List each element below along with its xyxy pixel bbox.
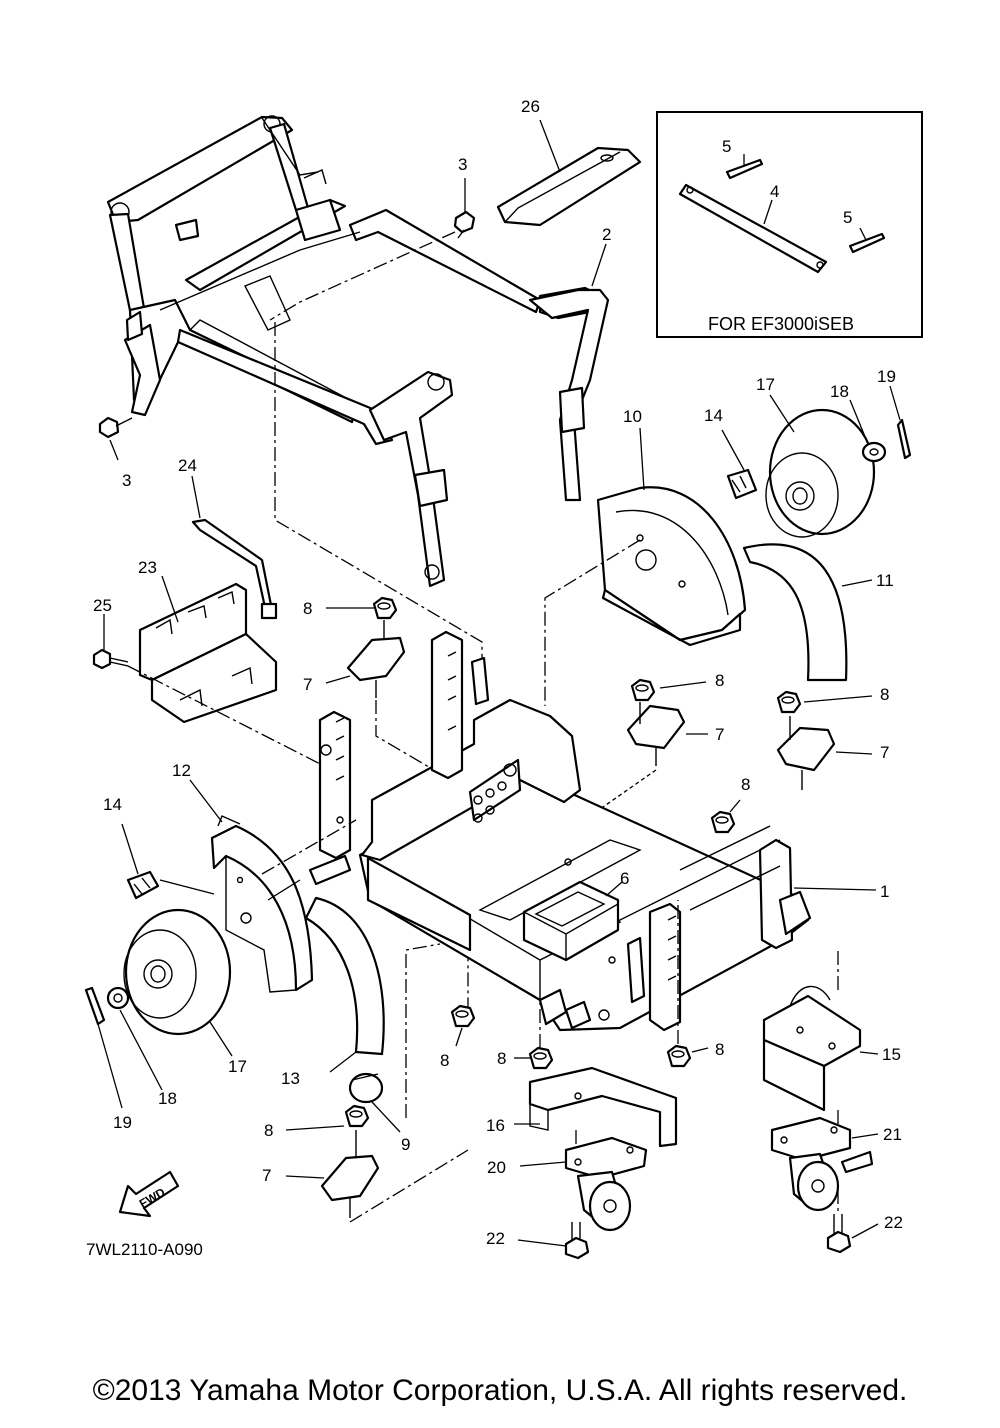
- callout-8g: 8: [715, 1040, 724, 1059]
- callout-16: 16: [486, 1116, 505, 1135]
- part-2-frame: 2: [106, 115, 611, 588]
- part-24-clamp: 24: [178, 456, 278, 620]
- callout-5b: 5: [843, 208, 852, 227]
- callout-20: 20: [487, 1158, 506, 1177]
- callout-18b: 18: [158, 1089, 177, 1108]
- callout-21: 21: [883, 1125, 902, 1144]
- callout-18a: 18: [830, 382, 849, 401]
- callout-8a: 8: [303, 599, 312, 618]
- part-5-rivet-lower: [848, 232, 886, 254]
- callout-17a: 17: [756, 375, 775, 394]
- callout-8b: 8: [715, 671, 724, 690]
- part-8-nut-c: 8: [776, 685, 889, 714]
- callout-17b: 17: [228, 1057, 247, 1076]
- part-22-bolt-left: 22: [486, 1222, 590, 1260]
- part-17-wheel-right: 17: [756, 375, 876, 538]
- callout-9: 9: [401, 1135, 410, 1154]
- part-7-mount-c: 7: [776, 716, 889, 790]
- inset-box: 5 4 5 FOR EF3000iSEB: [656, 111, 923, 338]
- part-8-nut-h: 8: [264, 1104, 370, 1140]
- callout-7d: 7: [262, 1166, 271, 1185]
- callout-22b: 22: [884, 1213, 903, 1232]
- part-26-pad: 26: [496, 97, 642, 227]
- part-8-nut-g: 8: [666, 900, 724, 1068]
- part-8-nut-e: 8: [440, 1004, 476, 1070]
- callout-12: 12: [172, 761, 191, 780]
- part-11-fender: 11: [742, 543, 894, 682]
- part-12-fender: 12: [172, 761, 357, 993]
- callout-11: 11: [876, 571, 894, 590]
- callout-22a: 22: [486, 1229, 505, 1248]
- part-8-nut-f: 8: [497, 1000, 554, 1070]
- part-18-washer-left: 18: [106, 986, 177, 1108]
- part-3-bolt-upper: 3: [269, 155, 476, 321]
- callout-8d: 8: [741, 775, 750, 794]
- part-9-plug: 9: [348, 943, 441, 1154]
- inset-label: FOR EF3000iSEB: [708, 314, 854, 334]
- part-18-washer-right: 18: [830, 382, 887, 463]
- part-25-bolt: 25: [92, 596, 333, 771]
- callout-19a: 19: [877, 367, 896, 386]
- callout-7a: 7: [303, 675, 312, 694]
- fwd-arrow-icon: FWD: [118, 1170, 180, 1218]
- drawing-code: 7WL2110-A090: [86, 1240, 203, 1259]
- part-14-clip-lower: 14: [103, 795, 215, 900]
- part-8-nut-b: 8: [630, 671, 724, 702]
- part-5-rivet-upper: [725, 158, 764, 180]
- callout-10: 10: [623, 407, 642, 426]
- callout-19b: 19: [113, 1113, 132, 1132]
- callout-13: 13: [281, 1069, 300, 1088]
- callout-3b: 3: [122, 471, 131, 490]
- part-6-block: 6: [522, 869, 629, 962]
- callout-26: 26: [521, 97, 540, 116]
- part-1-base: 1: [308, 630, 889, 1032]
- callout-1: 1: [880, 882, 889, 901]
- part-15-bracket: 15: [762, 950, 901, 1130]
- callout-5a: 5: [722, 137, 731, 156]
- callout-14b: 14: [103, 795, 122, 814]
- part-10-cover: 10: [544, 407, 747, 706]
- callout-8e: 8: [440, 1051, 449, 1070]
- part-17-wheel-left: 17: [123, 879, 301, 1076]
- callout-8f: 8: [497, 1049, 506, 1068]
- part-21-caster: 21: [770, 1116, 902, 1212]
- callout-23: 23: [138, 558, 157, 577]
- part-20-caster: 20: [487, 1136, 648, 1232]
- callout-7c: 7: [880, 743, 889, 762]
- part-14-clip-upper: 14: [704, 406, 758, 500]
- callout-24: 24: [178, 456, 197, 475]
- part-7-mount-a: 7: [303, 620, 469, 1010]
- part-4-bracket-bar: [678, 183, 828, 274]
- copyright-notice: ©2013 Yamaha Motor Corporation, U.S.A. A…: [92, 1374, 908, 1407]
- part-22-bolt-right: 22: [826, 1190, 903, 1254]
- callout-14a: 14: [704, 406, 723, 425]
- callout-25: 25: [93, 596, 112, 615]
- part-19-pin-right: 19: [877, 367, 912, 460]
- part-8-nut-d: 8: [710, 775, 750, 834]
- callout-8h: 8: [264, 1121, 273, 1140]
- callout-2: 2: [602, 225, 611, 244]
- callout-8c: 8: [880, 685, 889, 704]
- callout-4: 4: [770, 182, 779, 201]
- part-16-bracket: 16: [486, 1066, 678, 1152]
- callout-7b: 7: [715, 725, 724, 744]
- part-23-bracket: 23: [138, 558, 278, 724]
- part-19-pin-left: 19: [84, 986, 132, 1132]
- callout-6: 6: [620, 869, 629, 888]
- callout-15: 15: [882, 1045, 901, 1064]
- part-7-mount-d: 7: [262, 1130, 469, 1223]
- part-8-nut-a: 8: [303, 596, 398, 620]
- callout-3a: 3: [458, 155, 467, 174]
- part-13-fender: 13: [281, 896, 385, 1088]
- part-3-bolt-lower: 3: [98, 416, 133, 490]
